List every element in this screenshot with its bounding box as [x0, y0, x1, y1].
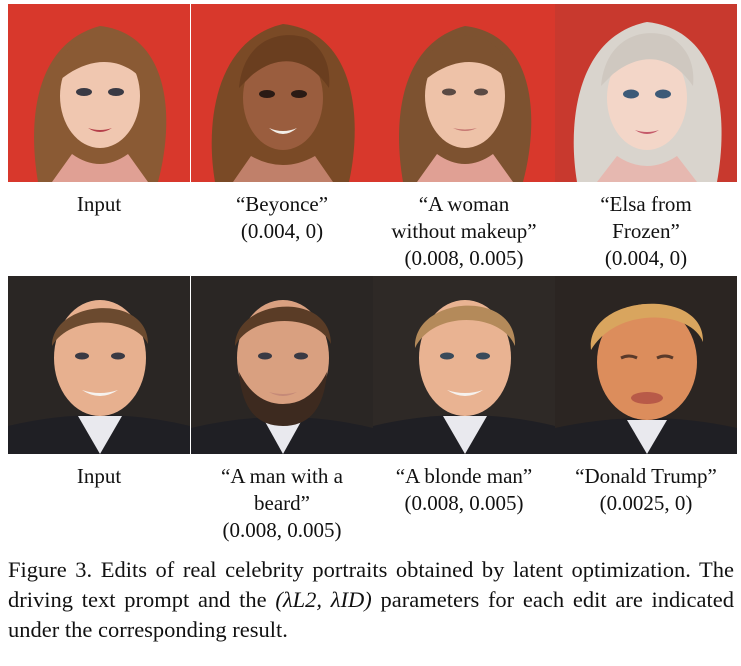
portrait-image-elsa: [555, 4, 737, 182]
portrait-caption: “A man with a beard” (0.008, 0.005): [191, 463, 373, 544]
portrait-cell: “Elsa from Frozen” (0.004, 0): [555, 4, 737, 272]
caption-prompt: “Elsa from Frozen”: [600, 192, 692, 243]
portrait-image-input-woman: [8, 4, 190, 182]
caption-params: (0.008, 0.005): [404, 246, 524, 270]
portrait-caption: Input: [8, 191, 190, 218]
portrait-cell: “Donald Trump” (0.0025, 0): [555, 276, 737, 517]
caption-params: (0.0025, 0): [599, 491, 693, 515]
portrait-cell: Input: [8, 4, 190, 218]
caption-prompt: “A blonde man”: [395, 464, 533, 488]
caption-params: (0.004, 0): [240, 219, 324, 243]
portrait-image-man-with-beard: [191, 276, 373, 454]
portrait-image-donald-trump: [555, 276, 737, 454]
portrait-cell: “A man with a beard” (0.008, 0.005): [191, 276, 373, 544]
figure-caption-label: Figure 3.: [8, 557, 93, 582]
caption-prompt: “A woman without makeup”: [391, 192, 537, 243]
portrait-caption: “Donald Trump” (0.0025, 0): [555, 463, 737, 517]
figure-caption: Figure 3. Edits of real celebrity portra…: [8, 555, 734, 645]
portrait-caption: “Beyonce” (0.004, 0): [191, 191, 373, 245]
portrait-caption: “A woman without makeup” (0.008, 0.005): [373, 191, 555, 272]
portrait-image-blonde-man: [373, 276, 555, 454]
caption-params: (0.008, 0.005): [222, 518, 342, 542]
figure-caption-text-continued: parameters for each edit are indicated u…: [8, 587, 735, 642]
portrait-image-input-man: [8, 276, 190, 454]
portrait-caption: “Elsa from Frozen” (0.004, 0): [555, 191, 737, 272]
caption-params: (0.008, 0.005): [404, 491, 524, 515]
caption-prompt: “Beyonce”: [235, 192, 329, 216]
portrait-image-woman-without-makeup: [373, 4, 555, 182]
caption-params: (0.004, 0): [604, 246, 688, 270]
caption-prompt: “Donald Trump”: [575, 464, 717, 488]
portrait-cell: “A woman without makeup” (0.008, 0.005): [373, 4, 555, 272]
caption-prompt: Input: [76, 464, 122, 488]
figure-caption-params-symbol: (λL2, λID): [275, 587, 372, 612]
figure-caption-text: Edits of real celebrity portraits obtain…: [8, 557, 734, 612]
portrait-image-beyonce: [191, 4, 373, 182]
portrait-cell: Input: [8, 276, 190, 490]
caption-prompt: “A man with a beard”: [221, 464, 343, 515]
portrait-caption: “A blonde man” (0.008, 0.005): [373, 463, 555, 517]
caption-prompt: Input: [76, 192, 122, 216]
portrait-caption: Input: [8, 463, 190, 490]
portrait-cell: “A blonde man” (0.008, 0.005): [373, 276, 555, 517]
portrait-cell: “Beyonce” (0.004, 0): [191, 4, 373, 245]
